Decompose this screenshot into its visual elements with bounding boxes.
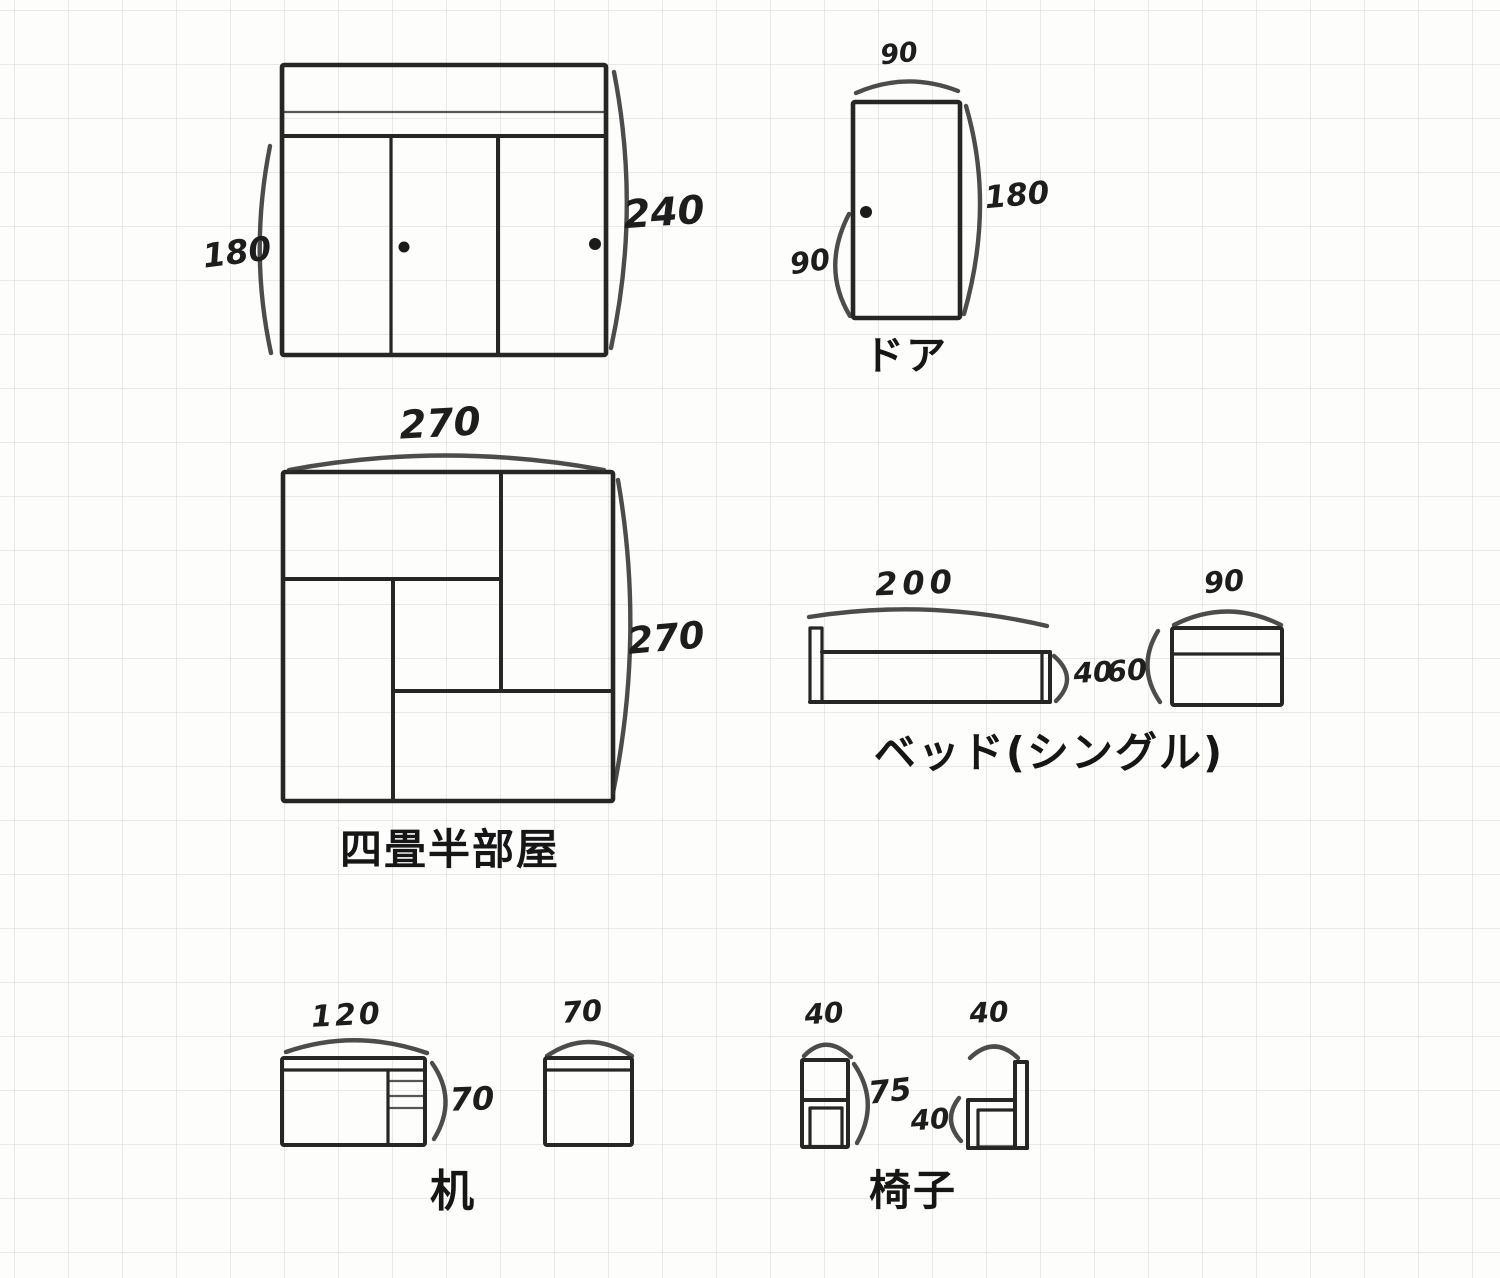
chair-height-arc [851,1061,870,1146]
door-dim-width: 90 [878,36,920,72]
cabinet-dim-right: 240 [621,187,707,239]
room-dim-width: 270 [398,399,482,449]
bed-frame-outline [808,650,1052,704]
chair-width-arc [801,1042,854,1060]
chair-front-leg-gap [808,1106,844,1149]
bed-dim-height: 60 [1105,652,1149,689]
chair-label: 椅子 [868,1166,958,1215]
bed-label: ベッド(シングル) [873,728,1225,777]
bed-width-arc [1171,609,1284,628]
door-dim-swing: 90 [787,241,833,282]
chair-figure [800,1042,1029,1150]
bed-dim-length: 200 [874,562,958,604]
door-swing-arc [833,211,853,319]
chair-side-backrest [1013,1060,1029,1150]
room-depth-arc [610,477,633,796]
desk-depth-arc [544,1039,635,1059]
desk-width-arc [283,1038,430,1056]
bed-length-arc [806,607,1050,629]
desk-side-outline [543,1056,634,1147]
room-outline [280,469,616,804]
chair-seat-height-arc [948,1095,964,1144]
chair-depth-arc [967,1044,1021,1061]
bed-headboard [808,626,824,704]
chair-dim-seat-height: 40 [909,1101,951,1138]
door-width-arc [853,79,961,96]
desk-height-arc [429,1060,448,1142]
desk-dim-depth: 70 [560,993,604,1030]
bed-frame-height-arc [1051,653,1070,704]
chair-side-leg-gap [976,1108,1017,1149]
cabinet-dim-left: 180 [200,228,274,276]
desk-figure [280,1038,635,1147]
room-figure [280,453,633,804]
chair-dim-height: 75 [866,1071,914,1112]
cabinet-door-handle-right [589,238,601,250]
bed-dim-width: 90 [1202,562,1246,601]
cabinet-door-handle-left [398,241,410,253]
cabinet-outline [279,62,609,358]
room-width-arc [286,453,607,473]
desk-front-outline [280,1056,427,1147]
cabinet-figure [257,62,629,358]
chair-dim-depth: 40 [968,995,1010,1030]
desk-label: 机 [430,1166,476,1217]
room-label: 四畳半部屋 [339,825,561,874]
bed-end-outline [1170,626,1284,707]
chair-dim-width: 40 [803,995,845,1032]
bed-figure [806,607,1284,707]
room-dim-depth: 270 [625,613,707,663]
door-dim-height: 180 [983,174,1051,217]
bed-height-arc [1145,628,1163,705]
door-outline [850,99,963,321]
cabinet-height-arc-right [608,69,629,351]
door-height-arc [961,103,983,317]
desk-dim-height: 70 [449,1079,495,1119]
door-knob [860,206,872,218]
cabinet-height-arc-left [257,143,274,356]
door-label: ドア [864,333,948,379]
door-figure [833,79,983,321]
desk-dim-width: 120 [310,996,384,1035]
